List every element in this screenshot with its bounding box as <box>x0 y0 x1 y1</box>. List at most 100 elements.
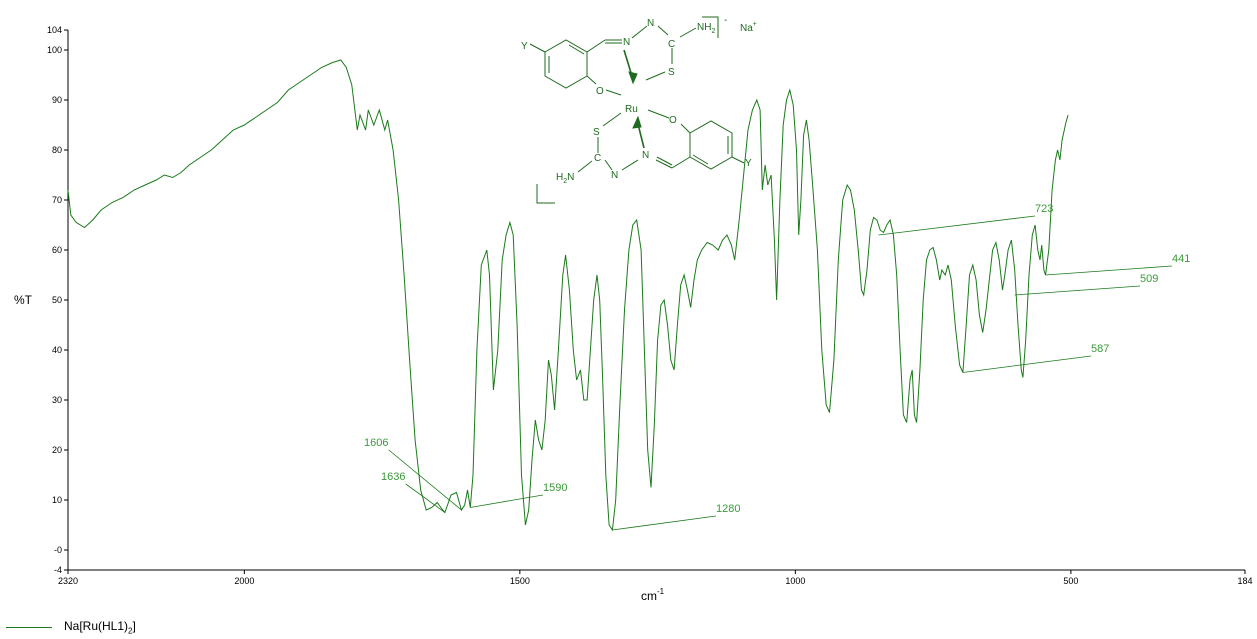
oxygen-upper: O <box>596 86 604 97</box>
legend: Na[Ru(HL1)2] <box>6 618 136 636</box>
series-line <box>67 59 1069 532</box>
y-tick-label: 50 <box>52 295 62 305</box>
amino-group-lower-h: H <box>556 172 563 183</box>
lower-arrow-head <box>632 115 642 129</box>
peak-leader-line <box>612 515 717 531</box>
upper-arrow-head <box>628 71 638 85</box>
y-tick-label: 60 <box>52 245 62 255</box>
x-tick-label: 2320 <box>58 576 78 586</box>
x-axis-title-exponent: -1 <box>657 587 665 596</box>
lower-ring-o-bond <box>680 123 691 134</box>
y-tick-label: 80 <box>52 145 62 155</box>
lower-y-bond <box>731 156 745 164</box>
legend-name-part: Na[Ru(HL1) <box>64 618 129 633</box>
y-axis-title: %T <box>14 293 33 307</box>
lower-c-n-bond <box>604 159 613 171</box>
x-tick-label: 1500 <box>510 576 530 586</box>
legend-line-swatch <box>6 626 52 628</box>
peak-label: 1606 <box>364 437 388 449</box>
axes <box>67 30 1245 571</box>
upper-ring-o-bond <box>586 75 597 85</box>
y-tick-label: -0 <box>54 545 62 555</box>
peak-leader-line <box>878 215 1036 236</box>
peak-label: 723 <box>1035 203 1053 215</box>
lower-n-n-bond <box>621 159 639 171</box>
thiocarbonyl-carbon-upper: C <box>668 39 675 50</box>
amino-group-lower: H2N <box>556 172 574 185</box>
peak-label: 1280 <box>716 503 740 515</box>
peak-leader-line <box>962 355 1092 373</box>
bracket-bottom-left <box>536 184 555 204</box>
lower-s-ru-bond <box>602 112 622 127</box>
sulfur-upper: S <box>668 67 675 78</box>
upper-n-c-bond <box>657 25 669 36</box>
y-tick-label: 104 <box>47 25 62 35</box>
peak-label: 509 <box>1140 273 1158 285</box>
peak-label: 587 <box>1091 343 1109 355</box>
peak-leader-line <box>470 494 544 508</box>
hydrazine-nitrogen-lower: N <box>611 170 618 181</box>
oxygen-lower: O <box>669 115 677 126</box>
y-tick-label: 20 <box>52 445 62 455</box>
upper-y-bond <box>529 43 546 53</box>
peak-label: 1590 <box>543 482 567 494</box>
lower-n-ru-arrow <box>637 123 645 149</box>
peak-leader-line <box>388 449 462 511</box>
peak-leader-line <box>1014 285 1141 296</box>
y-tick-label: 40 <box>52 345 62 355</box>
counter-ion-text: Na <box>740 23 753 34</box>
lower-ch-n-double-bond-2 <box>656 156 673 166</box>
counter-ion: Na+ <box>740 21 757 34</box>
y-substituent-left: Y <box>521 41 528 52</box>
y-tick-label: 30 <box>52 395 62 405</box>
chemical-structure <box>529 16 745 204</box>
lower-ch-bond <box>671 156 691 169</box>
upper-ring-double-bond-2 <box>568 44 585 55</box>
upper-o-ru-bond <box>605 89 622 96</box>
lower-ring-double-bond-2 <box>692 154 709 165</box>
x-axis-title-unit: cm <box>641 589 657 603</box>
amino-group-upper-text: NH <box>697 22 711 33</box>
upper-n-ru-arrow <box>623 49 633 77</box>
lower-ch-n-double-bond <box>655 159 673 169</box>
x-tick-label: 1000 <box>785 576 805 586</box>
sulfur-lower: S <box>593 127 600 138</box>
y-tick-label: 70 <box>52 195 62 205</box>
amino-group-lower-subscript: 2 <box>563 178 567 185</box>
upper-ch-bond <box>586 39 606 53</box>
complex-charge: - <box>724 15 727 26</box>
y-substituent-right: Y <box>745 158 752 169</box>
peak-label: 1636 <box>381 471 405 483</box>
counter-ion-superscript: + <box>753 21 757 28</box>
upper-n-n-bond <box>631 25 648 39</box>
imine-nitrogen-upper: N <box>623 37 630 48</box>
peak-label: 441 <box>1172 253 1190 265</box>
y-tick-label: -4 <box>54 565 62 575</box>
amino-group-upper: NH2 <box>697 22 715 35</box>
lower-c-h2n-bond <box>577 160 593 173</box>
ruthenium-center: Ru <box>625 104 638 115</box>
upper-benzene-ring <box>544 39 588 89</box>
y-tick-label: 10 <box>52 495 62 505</box>
peak-leader-line <box>405 483 446 513</box>
y-tick-label: 90 <box>52 95 62 105</box>
structure-labels: Y N N NH2 C S O Ru O S C H2N N N Y - Na+ <box>521 15 757 185</box>
legend-name-end: ] <box>132 618 136 633</box>
x-axis-title: cm-1 <box>641 587 665 603</box>
upper-c-nh2-bond <box>679 27 697 38</box>
x-tick-label: 184 <box>1237 576 1252 586</box>
thiocarbonyl-carbon-lower: C <box>594 153 601 164</box>
amino-group-upper-subscript: 2 <box>711 28 715 35</box>
x-tick-label: 2000 <box>234 576 254 586</box>
amino-group-lower-n: N <box>567 172 574 183</box>
peak-leader-line <box>1045 265 1173 276</box>
lower-o-ru-bond <box>647 109 670 119</box>
legend-series-name: Na[Ru(HL1)2] <box>64 619 136 635</box>
upper-s-ru-bond <box>645 71 666 81</box>
legend-name-subscript: 2 <box>128 626 133 636</box>
bracket-top-right <box>702 16 719 38</box>
lower-benzene-ring <box>689 120 733 170</box>
